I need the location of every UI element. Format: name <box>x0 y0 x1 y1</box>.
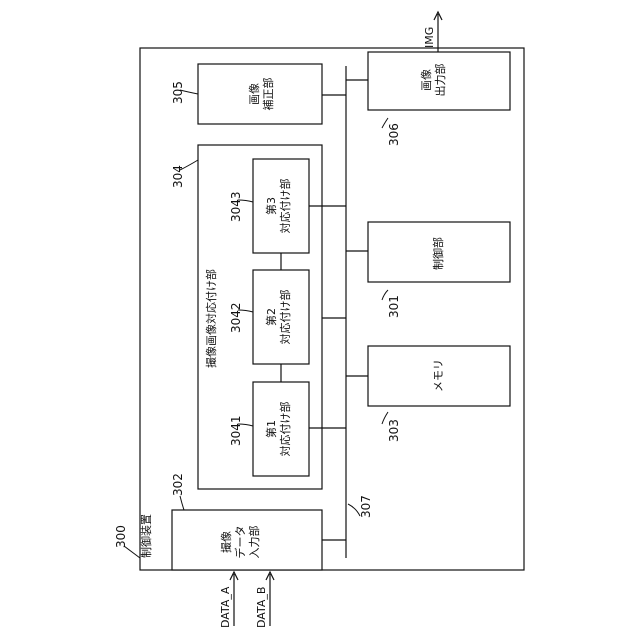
data-a-label: DATA_A <box>219 586 232 628</box>
input-unit-line3: 入力部 <box>247 526 261 559</box>
second-matching-line2: 対応付け部 <box>278 290 292 345</box>
imaging-data-input-unit <box>172 510 322 570</box>
input-unit-line1: 撮像 <box>219 531 233 553</box>
control-device-leader <box>124 546 140 558</box>
image-output-line2: 出力部 <box>433 64 447 97</box>
memory-unit-ref: 303 <box>387 419 401 442</box>
image-matching-label: 撮像画像対応付け部 <box>204 269 218 368</box>
control-device-label: 制御装置 <box>139 514 153 558</box>
bus-ref: 307 <box>359 495 373 518</box>
image-correction-line2: 補正部 <box>261 78 275 111</box>
first-matching-line1: 第1 <box>264 420 278 438</box>
control-unit-ref: 301 <box>387 295 401 318</box>
second-matching-ref: 3042 <box>229 302 243 333</box>
first-matching-line2: 対応付け部 <box>278 402 292 457</box>
memory-unit-label: メモリ <box>432 359 445 392</box>
control-device-ref: 300 <box>114 525 128 548</box>
third-matching-line2: 対応付け部 <box>278 179 292 234</box>
image-output-line1: 画像 <box>420 69 433 91</box>
second-matching-line1: 第2 <box>264 308 278 326</box>
third-matching-ref: 3043 <box>229 191 243 222</box>
image-correction-ref: 305 <box>171 81 185 104</box>
first-matching-ref: 3041 <box>229 415 243 446</box>
input-unit-line2: データ <box>233 526 247 559</box>
img-signal-label: IMG <box>423 27 436 48</box>
image-correction-line1: 画像 <box>248 83 261 105</box>
data-b-label: DATA_B <box>255 587 268 628</box>
third-matching-line1: 第3 <box>264 197 278 215</box>
control-unit-label: 制御部 <box>431 237 445 270</box>
input-unit-ref: 302 <box>171 473 185 496</box>
image-output-ref: 306 <box>387 123 401 146</box>
